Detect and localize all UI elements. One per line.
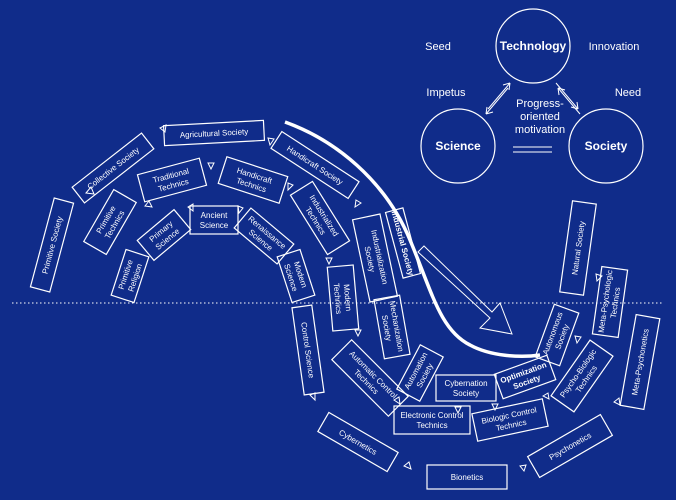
svg-text:Technics: Technics [609,287,622,319]
technology-label: Technology [500,39,567,53]
progress-arrow [417,245,513,335]
need-arrow [557,87,581,115]
primitive-society-box: Primitive Society [29,197,75,293]
impetus-arrow [485,87,509,115]
natural-society-box: Natural Society [559,200,597,296]
motivation-label-1: Progress- [516,98,564,110]
cybernation-society-box: Cybernation Society [435,374,497,402]
meta-psychonetics-box: Meta-Psychonetics [619,313,661,411]
svg-text:Primitive Society: Primitive Society [40,215,64,274]
svg-text:Modern: Modern [342,284,353,312]
innovation-arrow [555,82,579,110]
impetus-label: Impetus [426,87,466,99]
society-circle [568,108,644,184]
control-science-box: Control Science [291,304,325,396]
svg-text:Ancient: Ancient [201,211,228,220]
agricultural-society-box: Agricultural Society [162,119,266,147]
svg-text:Technics: Technics [416,421,447,430]
biologic-control-technics-box: Biologic Control Technics [471,398,549,442]
modern-technics-box: Modern Technics [326,264,360,332]
svg-text:Cybernation: Cybernation [444,379,487,388]
svg-text:Society: Society [380,314,393,341]
primitive-religion-box: Primitive Religion [110,248,150,304]
svg-text:Natural Society: Natural Society [570,221,586,276]
svg-text:Collective Society: Collective Society [86,145,141,191]
svg-text:Technics: Technics [332,283,344,315]
meta-psychologic-technics-box: Meta-Psychologic Technics [591,265,629,339]
svg-text:Handicraft Society: Handicraft Society [285,144,344,187]
need-label: Need [615,87,641,99]
seed-arrow [487,82,511,110]
modern-science-box: Modern Science [276,248,316,304]
primitive-technics-box: Primitive Technics [82,188,138,256]
connector-triangles [85,124,621,473]
cybernetics-box: Cybernetics [317,411,399,473]
collective-society-box: Collective Society [71,132,155,204]
svg-text:Science: Science [200,221,229,230]
handicraft-technics-box: Handicraft Technics [217,156,289,204]
science-circle [420,108,496,184]
optimization-society-box: Optimization Society [493,354,557,400]
ancient-science-box: Ancient Science [189,205,239,235]
electronic-control-technics-box: Electronic Control Technics [393,405,471,435]
svg-text:Control Science: Control Science [299,321,316,379]
primary-science-box: Primary Science [136,208,192,262]
svg-text:Society: Society [453,389,479,398]
svg-text:Electronic Control: Electronic Control [400,411,463,420]
bionetics-box: Bionetics [426,464,508,490]
svg-text:Agricultural Society: Agricultural Society [180,127,249,140]
svg-text:Bionetics: Bionetics [451,473,483,482]
technology-circle [495,8,571,84]
motivation-label-3: motivation [515,124,565,136]
svg-text:Cybernetics: Cybernetics [337,428,378,457]
society-label: Society [585,139,628,153]
renaissance-science-box: Renaissance Science [233,207,295,265]
industrialization-society-box: Industrialization Society [351,213,399,303]
industrialized-technics-box: Industrialized Technics [289,180,351,256]
svg-text:Psychonetics: Psychonetics [548,431,593,462]
traditional-technics-box: Traditional Technics [136,157,208,203]
triad-group: Technology Science Society Seed Innovati… [420,8,644,184]
science-label: Science [435,139,481,153]
motivation-label-2: oriented [520,111,560,123]
mechanization-society-box: Mechanization Society [373,294,411,360]
seed-label: Seed [425,41,451,53]
innovation-label: Innovation [589,41,640,53]
evolution-arrow [284,120,541,358]
psychonetics-box: Psychonetics [526,413,614,479]
